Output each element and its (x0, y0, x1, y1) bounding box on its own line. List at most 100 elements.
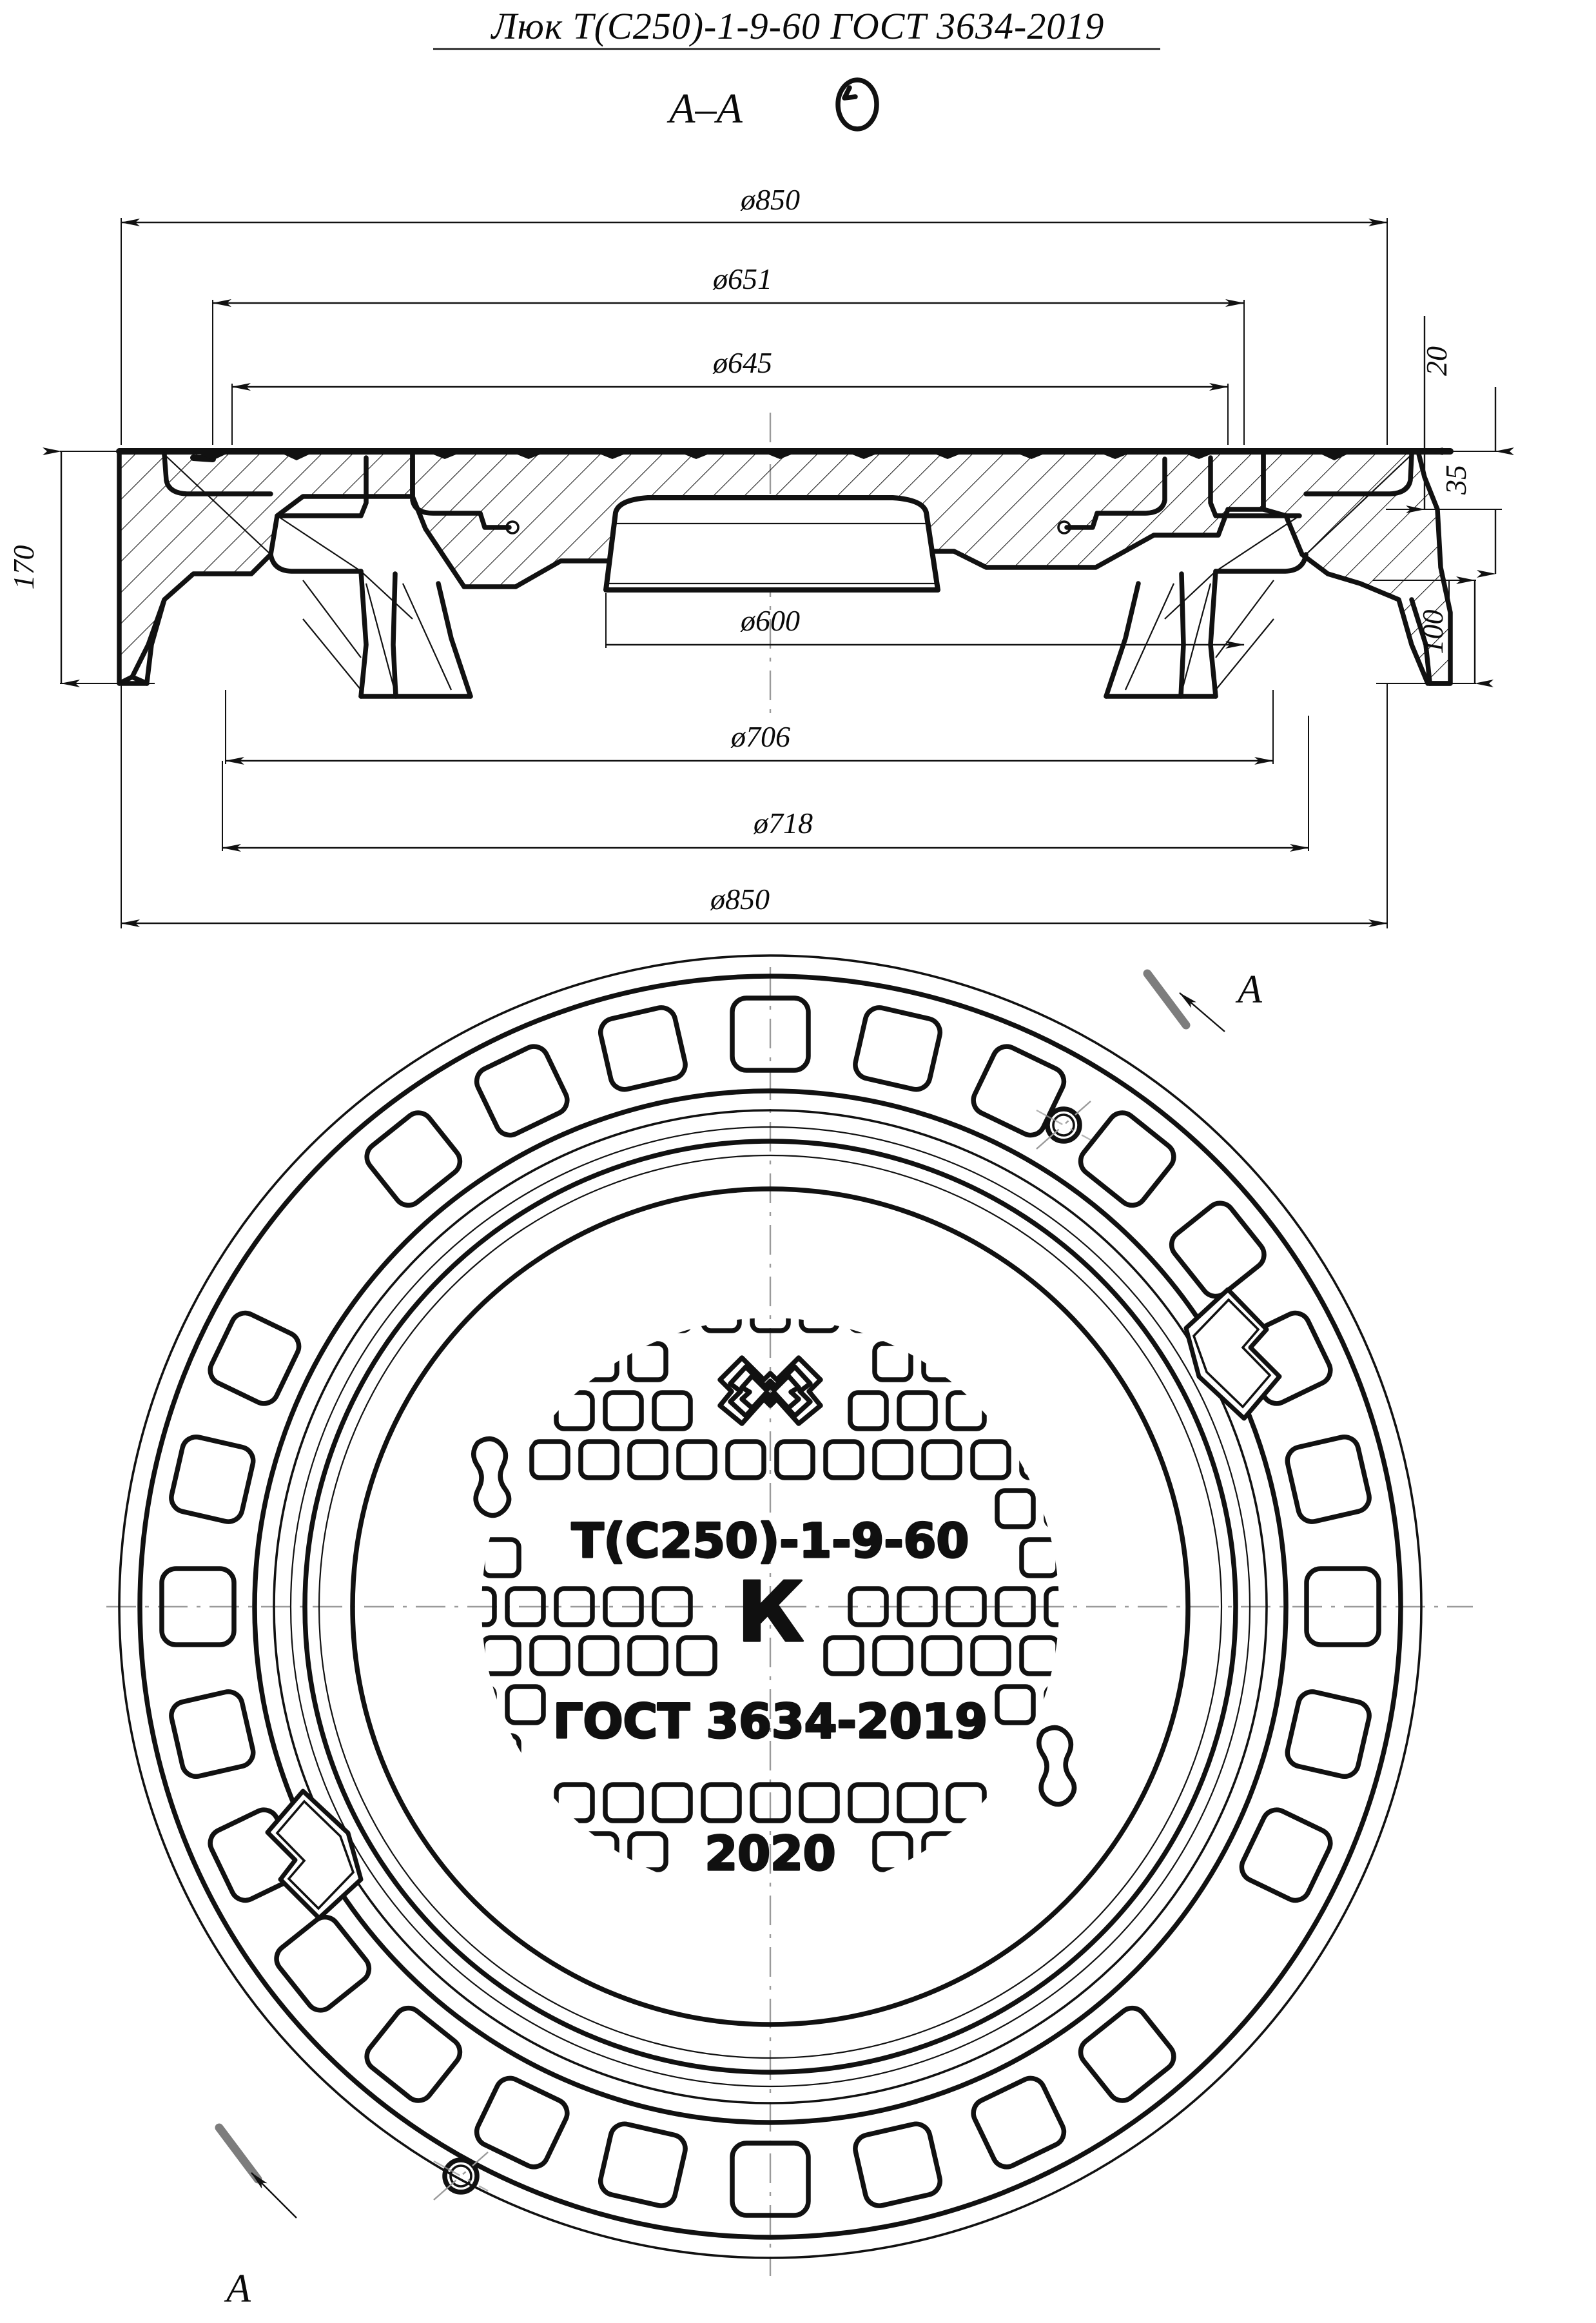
center-hub (603, 495, 940, 593)
pry-slot-right (1036, 1725, 1077, 1807)
frame-inner-circle-3 (289, 1126, 1251, 2088)
ring-recess (1078, 1110, 1176, 1208)
lid-grid-cell (848, 1586, 889, 1627)
dim-170: 170 (7, 545, 40, 590)
lid-grid-cell (676, 1439, 717, 1480)
lid-grid-cell (603, 1390, 644, 1431)
dimensions-vertical-left: 170 (7, 447, 155, 687)
section-mark-bottom: А (215, 2123, 297, 2311)
pry-slot-left (471, 1436, 512, 1518)
frame-outer-circle (118, 954, 1423, 2259)
lid-inner-circle (350, 1186, 1191, 2027)
dimensions-vertical-right: 20 35 100 (1373, 316, 1514, 687)
lid-top-serrations (193, 451, 1354, 460)
ring-recess (208, 1310, 302, 1406)
lid-grid-cell (872, 1439, 913, 1480)
section-arrow-label-bottom: А (224, 2267, 251, 2311)
cover-mark-line3: ГОСТ 3634-2019 (553, 1694, 988, 1749)
lid-grid-cell (799, 1782, 840, 1823)
title-block: Люк Т(С250)-1-9-60 ГОСТ 3634-2019 (433, 5, 1160, 50)
lid-grid-cell (505, 1684, 546, 1725)
lid-grid-cell (578, 1635, 619, 1676)
section-mark-top: А (1143, 968, 1263, 1032)
dim-718: ø718 (753, 807, 813, 839)
dimensions-top: ø850 ø651 ø645 (121, 183, 1388, 445)
ring-recess (1239, 1807, 1333, 1903)
hinge-notch (1183, 1287, 1282, 1421)
lid-grid-cell (750, 1782, 791, 1823)
ring-recess (1285, 1434, 1372, 1524)
frame-inner-circle (252, 1088, 1289, 2125)
lid-grid-cell (652, 1586, 693, 1627)
lid-grid-cell (603, 1586, 644, 1627)
lid-grid-cell (872, 1635, 913, 1676)
lid-grid-cell (970, 1635, 1011, 1676)
section-arrow-label-top: А (1235, 968, 1263, 1012)
lid-grid-cell (554, 1586, 595, 1627)
lid-grid-cell (897, 1782, 938, 1823)
ring-recess (598, 2121, 688, 2208)
lid-grid-cell (505, 1586, 546, 1627)
cover-mark-line4: 2020 (705, 1827, 835, 1881)
lid-grid-cell (921, 1635, 962, 1676)
dim-850-bottom: ø850 (710, 883, 770, 916)
ring-recess (1169, 1201, 1267, 1299)
ring-recess (1304, 1566, 1381, 1647)
ring-recess (598, 1005, 688, 1092)
ring-recess (853, 2121, 943, 2208)
dim-100: 100 (1416, 610, 1449, 654)
dim-645: ø645 (712, 346, 772, 379)
ring-recess (1285, 1689, 1372, 1779)
lid-grid-cell (725, 1439, 766, 1480)
dimensions-bottom: ø600 ø706 ø718 ø850 (121, 593, 1388, 928)
lid-grid-cell (897, 1390, 938, 1431)
frame-outer-circle-2 (137, 974, 1403, 2240)
lid-outer-circle (302, 1139, 1238, 2075)
lid-grid-cell (676, 1635, 717, 1676)
ring-recess (169, 1689, 256, 1779)
ring-recess (1078, 2005, 1176, 2103)
latch-pin (433, 2151, 489, 2200)
frame-inner-circle-2 (273, 1109, 1268, 2104)
ring-recess (971, 2075, 1067, 2170)
lid-grid-cell (774, 1439, 815, 1480)
rotation-symbol-icon (835, 77, 879, 132)
frame-left-details (144, 452, 520, 699)
lid-grid-cell (848, 1390, 889, 1431)
lid-grid-cell (603, 1782, 644, 1823)
dim-600: ø600 (740, 604, 800, 637)
lid-grid-cell (750, 1318, 791, 1333)
ring-recess (971, 1044, 1067, 1138)
ring-recess (364, 2005, 463, 2103)
cover-markings: Т(С250)-1-9-60 К ГОСТ 3634-2019 2020 (552, 1355, 989, 1883)
cover-mark-line1: Т(С250)-1-9-60 (572, 1514, 969, 1569)
ring-recess (730, 2141, 811, 2218)
lid-grid-cell (701, 1782, 742, 1823)
hinge-pin (1036, 1101, 1091, 1150)
lid-grid-cell (799, 1318, 840, 1333)
ring-recess (159, 1566, 237, 1647)
cover-mark-line2: К (737, 1565, 804, 1661)
lid-grid-cell (995, 1586, 1036, 1627)
lid-grid-cell (823, 1635, 864, 1676)
ring-recess (274, 1914, 372, 2013)
lid-grid-cell (1044, 1586, 1059, 1627)
lid-grid-cell (529, 1439, 570, 1480)
lid-grid-cell (995, 1488, 1036, 1529)
ring-recess (364, 1110, 463, 1208)
ring-recess (474, 1044, 570, 1138)
dim-850-top: ø850 (740, 183, 800, 216)
lid-grid-cell (970, 1439, 1011, 1480)
section-view (116, 413, 1454, 722)
section-label: А–А (667, 85, 743, 132)
lid-grid-cell (578, 1439, 619, 1480)
lid-grid-cell (848, 1782, 889, 1823)
dim-706: ø706 (730, 720, 790, 753)
lid-grid-cell (627, 1635, 668, 1676)
lid-grid-cell (995, 1684, 1036, 1725)
dim-35: 35 (1439, 465, 1472, 495)
lid-grid-cell (652, 1782, 693, 1823)
section-label-group: А–А (667, 77, 879, 132)
lid-outer-circle-2 (318, 1154, 1223, 2059)
